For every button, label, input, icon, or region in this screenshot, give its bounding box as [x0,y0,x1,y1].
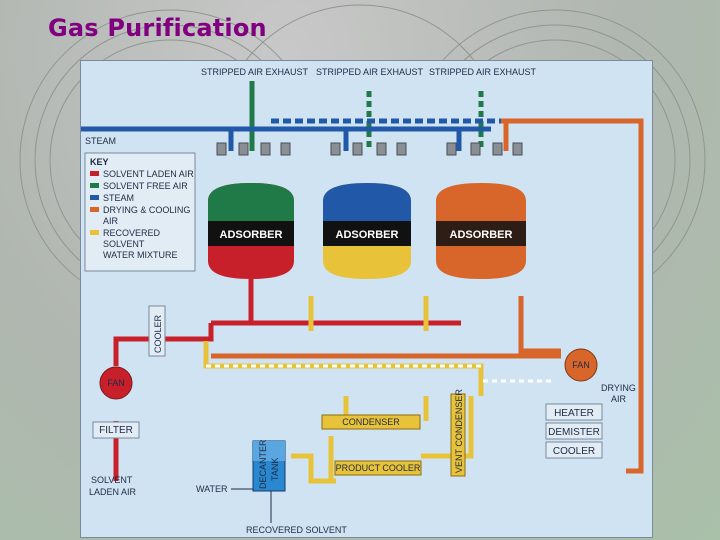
top-valves [216,142,523,156]
key-legend: KEY SOLVENT LADEN AIR SOLVENT FREE AIR S… [84,152,196,272]
steam-header [81,118,501,151]
key-item-5-line-1: RECOVERED [103,228,161,238]
adsorber-2-label: ADSORBER [336,229,399,241]
key-swatch-solvent-laden-air [90,171,99,176]
key-item-5-line-3: WATER MIXTURE [103,250,178,260]
fan-right-label: FAN [572,360,590,370]
slide-title: Gas Purification [48,14,267,42]
fan-left-symbol [99,366,133,400]
adsorber-1-label: ADSORBER [220,229,283,241]
vent-condenser-label: VENT CONDENSER [454,389,464,473]
demister-label: DEMISTER [548,427,600,438]
key-swatch-solvent-free-air [90,183,99,188]
heater-box [545,403,603,421]
drying-air-line-2: AIR [611,394,627,404]
drying-air-loop [211,118,644,474]
product-cooler-label: PRODUCT COOLER [336,463,421,473]
fan-left-label: FAN [107,378,125,388]
key-swatch-steam [90,195,99,200]
key-item-1: SOLVENT LADEN AIR [103,169,194,179]
condenser-box [321,414,421,430]
adsorber-3: ADSORBER [436,183,526,279]
solvent-laden-air-lines [113,279,461,481]
cooler-vertical-label: COOLER [153,314,163,353]
filter-label: FILTER [99,425,133,436]
solvent-laden-air-line-2: LADEN AIR [89,487,137,497]
recovered-solvent-label: RECOVERED SOLVENT [246,525,347,535]
product-cooler-box [334,460,422,476]
adsorber-2: ADSORBER [323,183,411,279]
exhaust-label-3: STRIPPED AIR EXHAUST [429,67,537,77]
vent-condenser-box [450,393,466,477]
process-diagram: STRIPPED AIR EXHAUST STRIPPED AIR EXHAUS… [80,60,653,538]
exhaust-stacks [249,81,484,151]
condenser-label: CONDENSER [342,417,400,427]
recovered-solvent-dashed [206,364,551,383]
process-diagram-svg: STRIPPED AIR EXHAUST STRIPPED AIR EXHAUS… [81,67,644,535]
fan-right-symbol [564,348,598,382]
exhaust-label-2: STRIPPED AIR EXHAUST [316,67,424,77]
exhaust-label-1: STRIPPED AIR EXHAUST [201,67,309,77]
demister-box [545,422,603,440]
cooler-right-box [545,441,603,459]
cooler-right-label: COOLER [553,446,595,457]
decanter-tank: DECANTER TANK [252,439,286,492]
adsorber-1: ADSORBER [208,183,294,279]
key-swatch-recovered-solvent [90,230,99,235]
cooler-vertical-box [148,305,166,357]
key-swatch-drying-cooling-air [90,207,99,212]
key-item-4-line-1: DRYING & COOLING [103,205,190,215]
key-item-2: SOLVENT FREE AIR [103,181,188,191]
adsorber-3-label: ADSORBER [450,229,513,241]
decanter-tank-line-1: DECANTER [258,439,268,489]
key-title: KEY [90,157,109,167]
drying-air-line-1: DRYING [601,383,636,393]
solvent-laden-air-line-1: SOLVENT [91,475,133,485]
steam-label: STEAM [85,136,116,146]
heater-label: HEATER [554,408,594,419]
water-label: WATER [196,484,228,494]
key-item-5-line-2: SOLVENT [103,239,145,249]
key-item-3: STEAM [103,193,134,203]
key-item-4-line-2: AIR [103,216,119,226]
decanter-tank-line-2: TANK [270,458,280,481]
filter-box [92,421,140,439]
